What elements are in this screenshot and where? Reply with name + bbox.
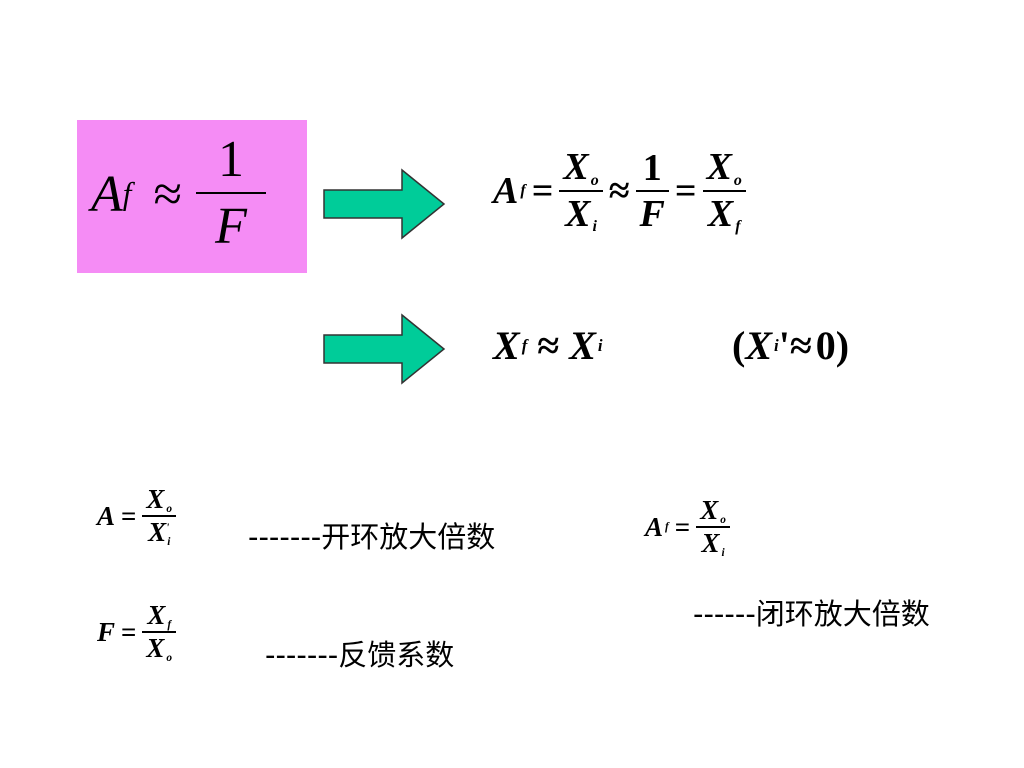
fraction-bar <box>142 631 177 633</box>
symbol-F: F <box>639 192 665 235</box>
subscript-f: f <box>521 335 528 355</box>
symbol-X: X <box>707 192 734 235</box>
left-paren: ( <box>732 323 746 368</box>
equals-sign: = <box>531 169 554 212</box>
equals-sign: = <box>674 511 691 542</box>
main-formula-approx: ≈ <box>153 165 182 223</box>
fraction-bar <box>195 192 266 194</box>
approx-sign: ≈ <box>789 323 812 368</box>
symbol-X: X <box>565 192 591 235</box>
subscript-i: i <box>592 218 597 236</box>
subscript-i: i <box>721 546 725 559</box>
feedback-coefficient-label: -------反馈系数 <box>265 638 455 672</box>
symbol-X: X <box>147 600 166 630</box>
subscript-o: o <box>733 171 742 189</box>
approx-sign: ≈ <box>537 323 560 368</box>
symbol-X: X <box>493 323 520 368</box>
symbol-X: X <box>745 323 773 368</box>
fraction-bar <box>696 526 730 528</box>
prime-mark: ' <box>166 521 170 534</box>
right-arrow-icon <box>323 168 446 240</box>
symbol-X: X <box>148 517 167 547</box>
symbol-A: A <box>493 169 519 212</box>
symbol-X: X <box>706 146 732 188</box>
symbol-A: A <box>97 500 116 531</box>
open-loop-gain-label: -------开环放大倍数 <box>248 520 496 554</box>
equals-sign: = <box>121 616 137 647</box>
equals-sign: = <box>121 500 137 531</box>
symbol-X: X <box>700 495 719 525</box>
fraction-bar <box>142 515 177 517</box>
symbol-F: F <box>97 616 116 647</box>
subscript-i: i <box>774 335 779 355</box>
fraction-1-F: 1 F <box>635 146 669 236</box>
subscript-o: o <box>720 513 726 526</box>
symbol-X: X <box>146 484 165 514</box>
right-arrow-icon <box>323 313 446 385</box>
fraction-bar <box>702 189 746 192</box>
subscript-f: f <box>665 521 669 533</box>
symbol-X: X <box>563 146 589 188</box>
subscript-f: f <box>167 618 172 631</box>
symbol-X: X <box>146 633 165 663</box>
right-paren: ) <box>835 323 850 368</box>
subscript-i: i <box>597 335 603 355</box>
main-formula-numerator: 1 <box>217 131 244 188</box>
subscript-f: f <box>520 181 526 199</box>
numeral-one: 1 <box>642 146 662 189</box>
main-formula-denominator: F <box>215 198 247 255</box>
subscript-i: i <box>167 535 171 548</box>
subscript-f: f <box>735 218 741 236</box>
symbol-X: X <box>701 528 720 558</box>
main-formula-lhs: A <box>91 165 123 223</box>
subscript-o: o <box>590 171 599 189</box>
approx-sign: ≈ <box>608 169 630 212</box>
main-formula-lhs-sub: f <box>122 176 132 211</box>
closed-loop-gain-label: ------闭环放大倍数 <box>693 597 930 631</box>
equals-sign: = <box>674 169 697 212</box>
prime-mark: ' <box>778 323 790 368</box>
subscript-o: o <box>166 502 173 515</box>
fraction-bar <box>635 189 669 192</box>
subscript-o: o <box>166 651 173 664</box>
symbol-A: A <box>645 511 664 542</box>
numeral-zero: 0 <box>815 323 836 368</box>
symbol-X: X <box>569 323 596 368</box>
fraction-bar <box>559 189 603 192</box>
main-formula-fraction: 1 F <box>195 128 266 260</box>
